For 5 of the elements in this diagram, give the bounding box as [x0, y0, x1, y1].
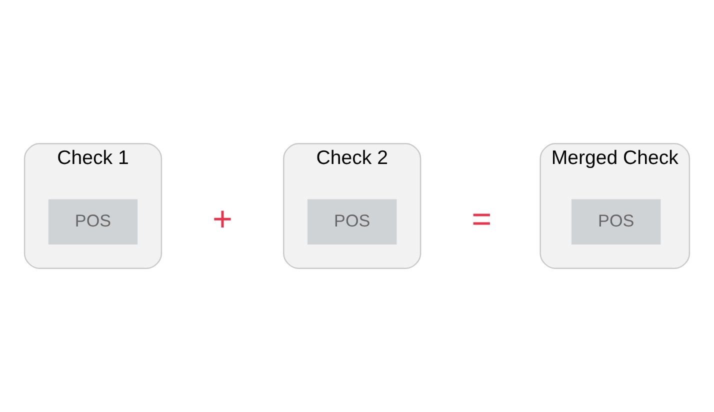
node-box: POS	[572, 199, 661, 244]
node-box: POS	[48, 199, 138, 244]
label: =	[472, 200, 492, 238]
node-box: POS	[308, 199, 397, 244]
label: +	[212, 200, 233, 238]
